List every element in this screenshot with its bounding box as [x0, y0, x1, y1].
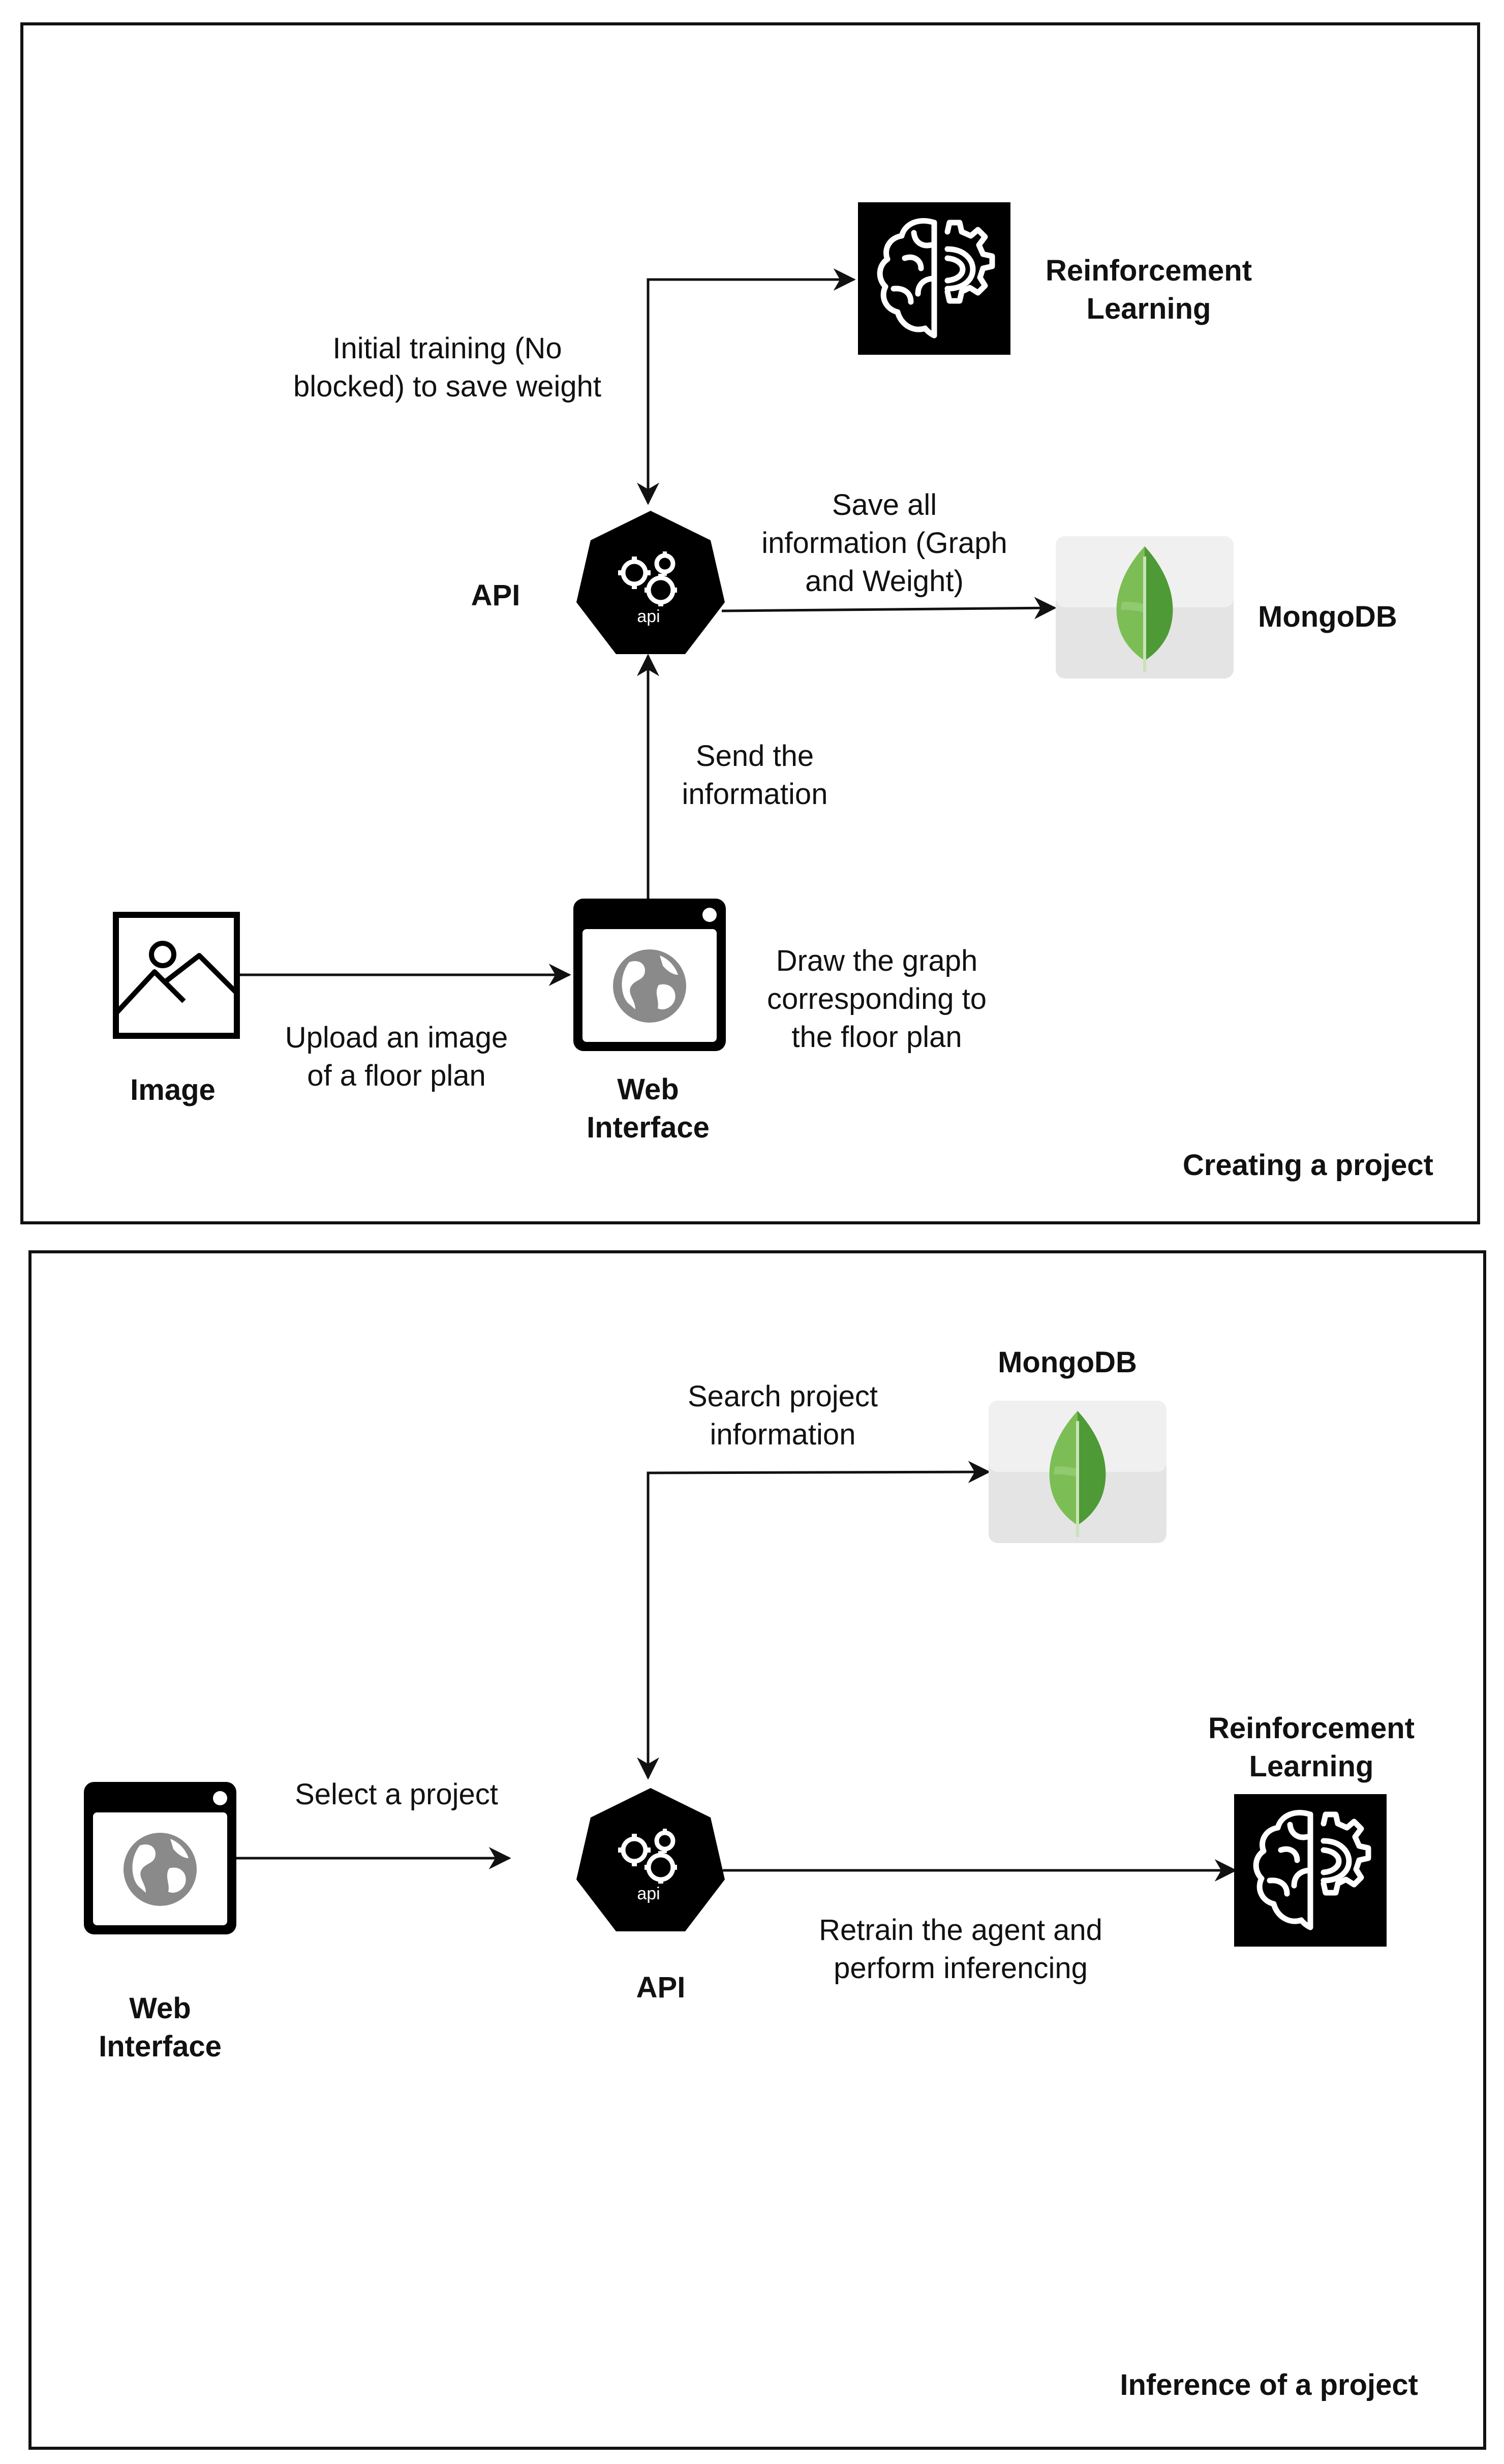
upload-edge-label: Upload an image of a floor plan — [285, 1021, 508, 1092]
rl-label: Reinforcement Learning — [1045, 254, 1252, 325]
edge-api-rl — [647, 268, 856, 503]
api-hexagon-icon — [576, 511, 725, 654]
creating-edges — [234, 268, 1057, 986]
edge-api-mongodb — [721, 597, 1057, 620]
image-label: Image — [130, 1073, 216, 1106]
retrain-edge-label: Retrain the agent and perform inferencin… — [819, 1914, 1102, 1985]
web-interface-label-2: Web Interface — [99, 1992, 222, 2063]
mongodb-label: MongoDB — [1258, 600, 1397, 633]
web-browser-icon — [573, 899, 726, 1051]
api-label: API — [471, 579, 520, 612]
send-info-edge-label: Send the information — [682, 740, 828, 811]
initial-training-edge-label: Initial training (No blocked) to save we… — [293, 332, 602, 403]
inference-project-panel — [28, 1250, 1486, 2450]
rl-label-2: Reinforcement Learning — [1208, 1712, 1415, 1783]
inference-edges — [235, 1461, 1237, 1882]
edge-mongodb-api — [647, 1461, 991, 1778]
mongodb-leaf-icon-2 — [989, 1401, 1167, 1543]
web-browser-icon-2 — [84, 1782, 236, 1934]
inference-panel-title: Inference of a project — [1120, 2368, 1418, 2401]
search-edge-label: Search project information — [688, 1380, 878, 1451]
api-icon-text: api — [637, 607, 660, 626]
mongodb-label-2: MongoDB — [998, 1346, 1137, 1379]
select-edge-label: Select a project — [295, 1778, 498, 1811]
rl-brain-gear-icon-2 — [1234, 1794, 1387, 1947]
image-icon — [116, 915, 237, 1036]
rl-brain-gear-icon — [858, 202, 1010, 355]
api-icon-text-2: api — [637, 1884, 660, 1903]
creating-panel-title: Creating a project — [1182, 1149, 1433, 1182]
api-hexagon-icon-2 — [576, 1788, 725, 1931]
creating-project-panel — [20, 22, 1480, 1224]
api-label-2: API — [636, 1971, 686, 2004]
draw-graph-label: Draw the graph corresponding to the floo… — [766, 944, 987, 1054]
mongodb-leaf-icon — [1056, 536, 1234, 679]
save-all-edge-label: Save all information (Graph and Weight) — [761, 488, 1007, 598]
web-interface-label: Web Interface — [587, 1073, 710, 1144]
